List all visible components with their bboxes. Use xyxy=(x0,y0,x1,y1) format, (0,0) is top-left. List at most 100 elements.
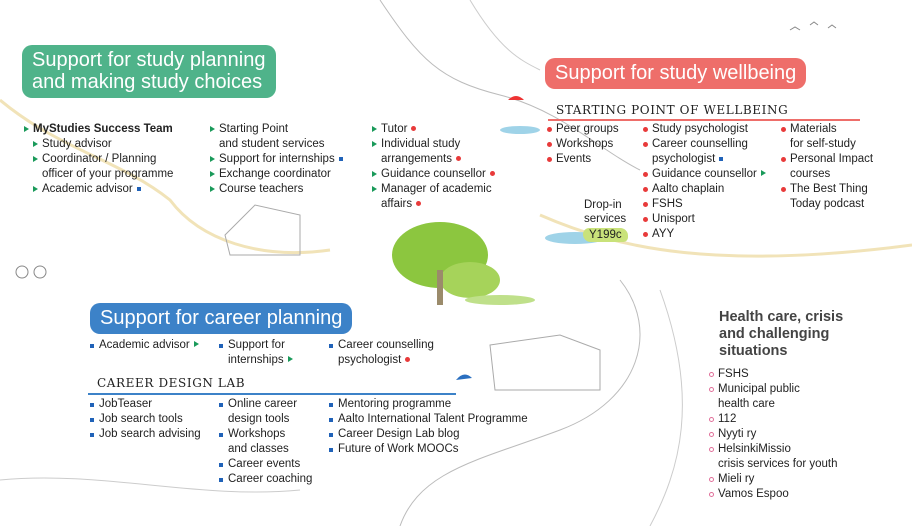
square-bullet-icon xyxy=(219,478,223,482)
arrow-tag-icon xyxy=(193,341,199,347)
list-item: Aalto International Talent Programme xyxy=(329,412,528,427)
list-item-label: Workshops and classes xyxy=(228,428,289,455)
dot-tag-icon xyxy=(411,126,417,131)
dot-bullet-icon xyxy=(643,232,648,237)
square-bullet-icon xyxy=(90,344,94,348)
list-item: 112 xyxy=(709,412,838,427)
list-item-label: Aalto International Talent Programme xyxy=(338,413,528,425)
list-item: Nyyti ry xyxy=(709,427,838,442)
list-item: Guidance counsellor xyxy=(372,167,495,182)
list-item-label: The Best Thing Today podcast xyxy=(790,183,868,210)
list-item: Vamos Espoo xyxy=(709,487,838,502)
study-planning-header: Support for study planning and making st… xyxy=(22,45,276,98)
arrow-bullet-icon xyxy=(372,186,377,192)
list-item-label: HelsinkiMissio crisis services for youth xyxy=(718,443,838,470)
list-item: Tutor xyxy=(372,122,495,137)
list-item-label: Job search tools xyxy=(99,413,183,425)
list-item-label: Academic advisor xyxy=(99,339,190,351)
dot-bullet-icon xyxy=(643,142,648,147)
list-item-label: Study advisor xyxy=(42,138,112,150)
list-item: Study psychologist xyxy=(643,122,766,137)
dot-bullet-icon xyxy=(547,142,552,147)
circle-bullet-icon xyxy=(709,432,714,437)
list-item: Career Design Lab blog xyxy=(329,427,528,442)
list-item-label: Future of Work MOOCs xyxy=(338,443,459,455)
list-item-label: Workshops xyxy=(556,138,614,150)
square-bullet-icon xyxy=(329,433,333,437)
list-item: Manager of academic affairs xyxy=(372,182,495,212)
dot-bullet-icon xyxy=(547,157,552,162)
dot-bullet-icon xyxy=(643,127,648,132)
career-top-list-3: Career counselling psychologist xyxy=(329,338,434,368)
list-item-label: Materials for self-study xyxy=(790,123,856,150)
list-item-label: Career counselling psychologist xyxy=(652,138,748,165)
square-bullet-icon xyxy=(219,403,223,407)
list-item: Career events xyxy=(219,457,312,472)
list-item: Guidance counsellor xyxy=(643,167,766,182)
list-item-label: Academic advisor xyxy=(42,183,133,195)
list-item: Aalto chaplain xyxy=(643,182,766,197)
career-top-list-2: Support for internships xyxy=(219,338,293,368)
list-item: Online career design tools xyxy=(219,397,312,427)
square-bullet-icon xyxy=(90,418,94,422)
arrow-tag-icon xyxy=(760,170,766,176)
square-tag-icon xyxy=(338,157,343,161)
list-item-label: Starting Point and student services xyxy=(219,123,325,150)
list-item: Academic advisor xyxy=(33,182,173,197)
list-item: HelsinkiMissio crisis services for youth xyxy=(709,442,838,472)
list-item: Study advisor xyxy=(33,137,173,152)
circle-bullet-icon xyxy=(709,387,714,392)
dropin-label: Drop-in services xyxy=(584,199,627,225)
list-item-label: Coordinator / Planning officer of your p… xyxy=(42,153,174,180)
list-item: Coordinator / Planning officer of your p… xyxy=(33,152,173,182)
list-item: Individual study arrangements xyxy=(372,137,495,167)
dot-bullet-icon xyxy=(781,157,786,162)
list-item-label: FSHS xyxy=(718,368,749,380)
arrow-bullet-icon xyxy=(210,126,215,132)
dot-tag-icon xyxy=(489,171,495,176)
list-item: Course teachers xyxy=(210,182,343,197)
square-bullet-icon xyxy=(329,418,333,422)
square-bullet-icon xyxy=(219,344,223,348)
square-bullet-icon xyxy=(219,433,223,437)
arrow-tag-icon xyxy=(287,356,293,362)
dot-bullet-icon xyxy=(547,127,552,132)
dot-bullet-icon xyxy=(643,187,648,192)
list-item-label: Exchange coordinator xyxy=(219,168,331,180)
list-item: Support for internships xyxy=(219,338,293,368)
list-item: Municipal public health care xyxy=(709,382,838,412)
square-bullet-icon xyxy=(329,448,333,452)
list-item-label: Career counselling psychologist xyxy=(338,339,434,366)
list-item-label: Vamos Espoo xyxy=(718,488,789,500)
list-item-label: Job search advising xyxy=(99,428,201,440)
square-bullet-icon xyxy=(90,433,94,437)
list-item: Future of Work MOOCs xyxy=(329,442,528,457)
list-item-label: JobTeaser xyxy=(99,398,153,410)
birds-sketch xyxy=(789,21,837,31)
list-item: Events xyxy=(547,152,619,167)
wellbeing-subtitle: STARTING POINT OF WELLBEING xyxy=(556,103,789,117)
list-item: Workshops xyxy=(547,137,619,152)
list-item: Career coaching xyxy=(219,472,312,487)
circle-bullet-icon xyxy=(709,477,714,482)
list-item-label: Career events xyxy=(228,458,301,470)
list-item-label: Personal Impact courses xyxy=(790,153,874,180)
list-item-label: Unisport xyxy=(652,213,695,225)
list-item: FSHS xyxy=(643,197,766,212)
list-item: Workshops and classes xyxy=(219,427,312,457)
list-item-label: MyStudies Success Team xyxy=(33,123,173,135)
list-item-label: 112 xyxy=(718,413,737,425)
list-item-label: Individual study arrangements xyxy=(381,138,461,165)
arrow-bullet-icon xyxy=(33,186,38,192)
list-item: Starting Point and student services xyxy=(210,122,343,152)
list-item-label: Support for internships xyxy=(228,339,285,366)
list-item-label: Peer groups xyxy=(556,123,619,135)
list-item: Exchange coordinator xyxy=(210,167,343,182)
square-bullet-icon xyxy=(90,403,94,407)
list-item: Academic advisor xyxy=(90,338,199,353)
